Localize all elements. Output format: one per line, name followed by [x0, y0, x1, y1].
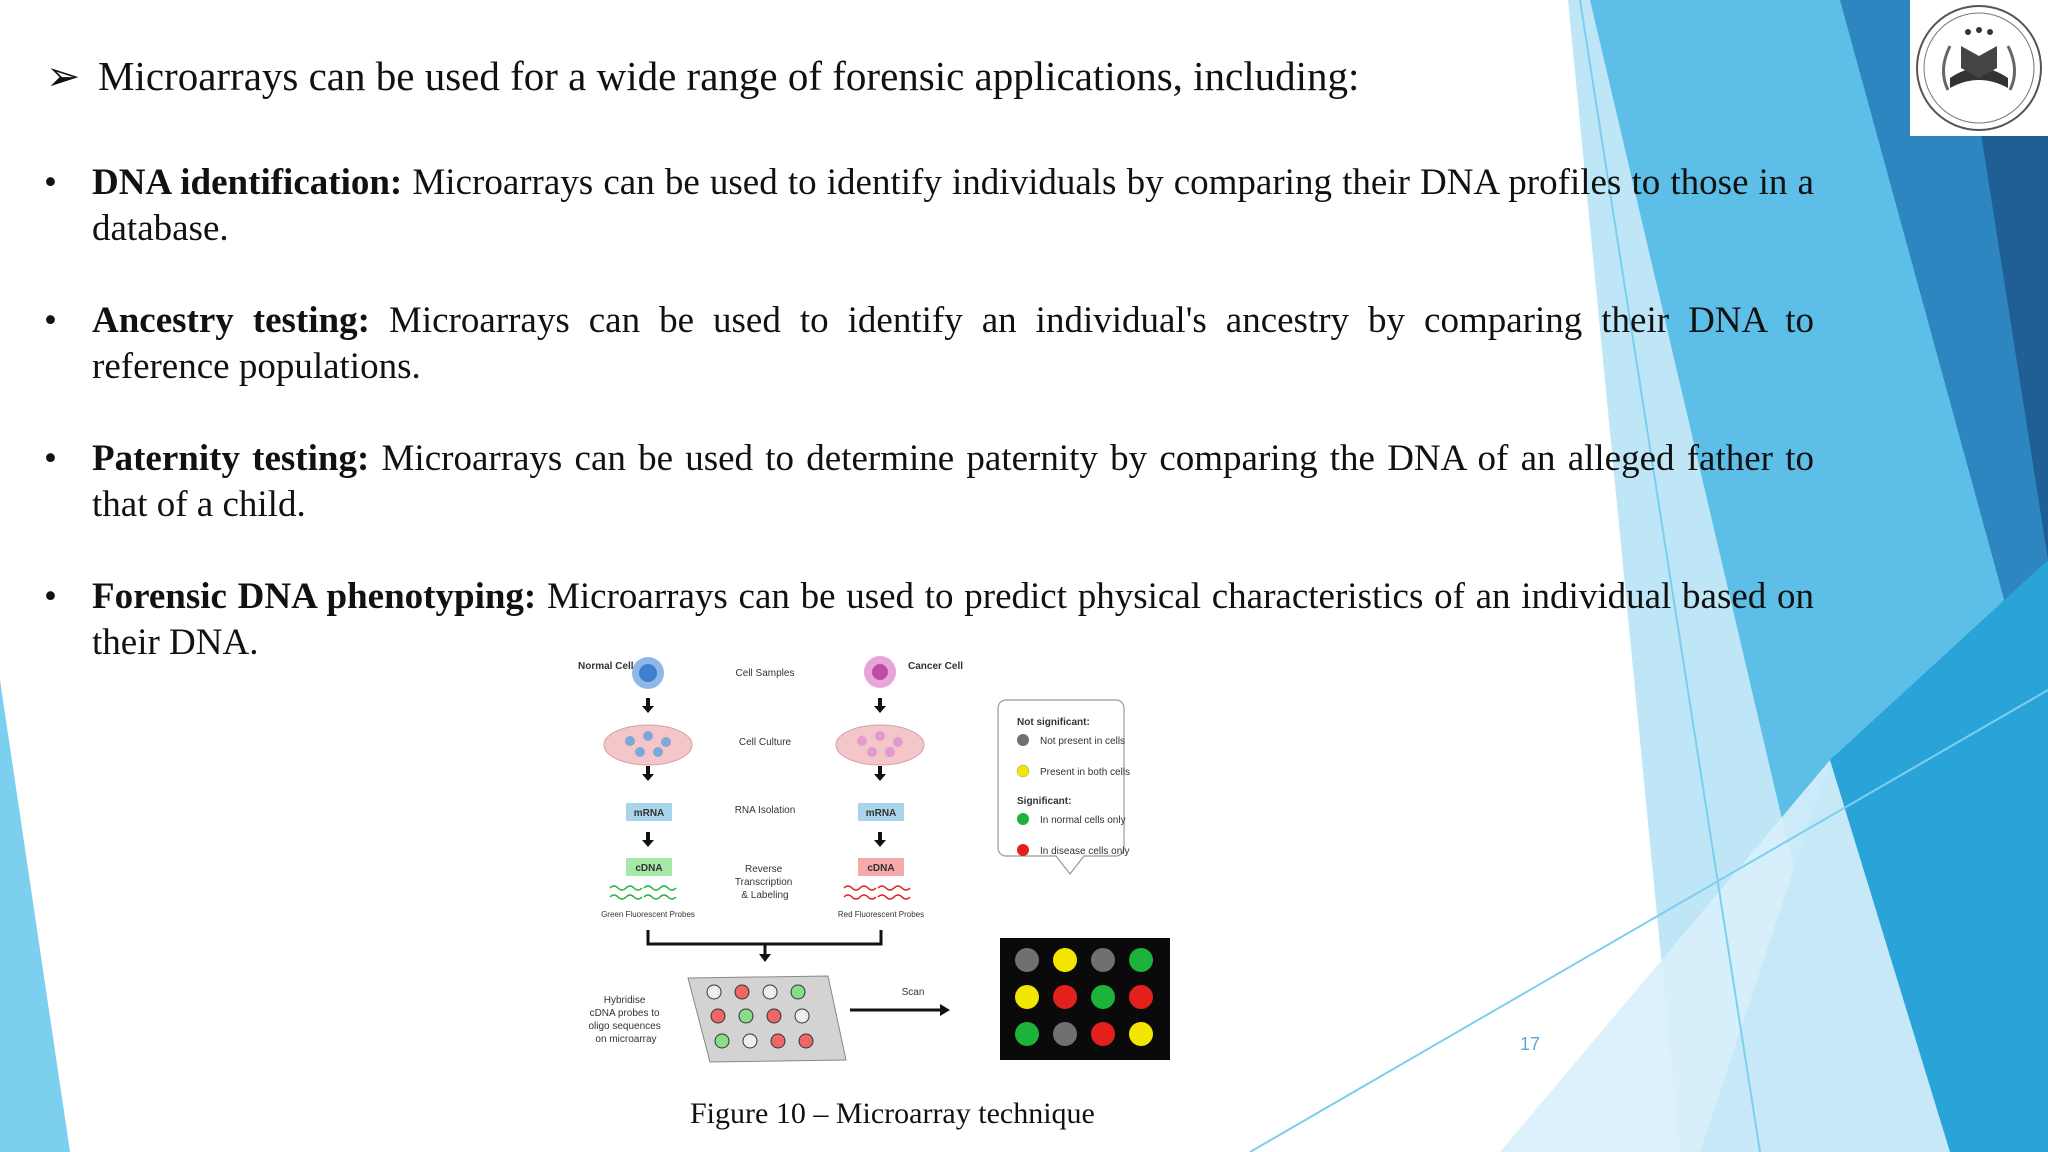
step-cell-culture: Cell Culture — [739, 737, 792, 748]
result-grid — [1015, 948, 1153, 1046]
list-item-term: Ancestry testing: — [92, 300, 370, 341]
list-item-text: Microarrays can be used to identify indi… — [92, 162, 1814, 249]
list-item: • Ancestry testing: Microarrays can be us… — [40, 298, 1814, 390]
list-item-term: DNA identification: — [92, 162, 403, 203]
deco-shape-pale — [1500, 760, 1950, 1152]
deco-line-2 — [1249, 689, 2048, 1152]
legend-normal-only: In normal cells only — [1040, 815, 1126, 826]
microarray-figure: Normal Cell Cancer Cell Cell Samples Cel… — [560, 648, 1200, 1088]
legend-green-dot — [1017, 813, 1029, 825]
normal-culture-cells — [625, 731, 671, 757]
scan-arrowhead-icon — [940, 1004, 950, 1016]
step-rna-isolation: RNA Isolation — [735, 805, 796, 816]
figure-caption: Figure 10 – Microarray technique — [690, 1097, 1095, 1130]
list-item-text: Microarrays can be used to identify an i… — [92, 300, 1814, 387]
grid-spot — [1053, 1022, 1077, 1046]
normal-mrna-box — [626, 803, 672, 821]
cancer-mrna-box — [858, 803, 904, 821]
legend-red-dot — [1017, 844, 1029, 856]
left-column-arrows — [642, 698, 654, 847]
legend-grey-dot — [1017, 734, 1029, 746]
cancer-cdna-label: cDNA — [867, 863, 894, 874]
bullet-dot: • — [44, 162, 57, 203]
grid-spot — [1015, 1022, 1039, 1046]
grid-spot — [1091, 985, 1115, 1009]
list-item: • Paternity testing: Microarrays can be u… — [40, 436, 1814, 528]
legend-callout — [997, 699, 1125, 875]
arrow-bullet-icon: ➢ — [46, 53, 81, 99]
normal-mrna-label: mRNA — [634, 808, 665, 819]
step-reverse-transcription: Reverse Transcription & Labeling — [735, 864, 795, 901]
deco-line-1 — [1579, 0, 1761, 1152]
bullet-dot: • — [44, 576, 57, 617]
grid-spot — [1129, 985, 1153, 1009]
legend-disease-only: In disease cells only — [1040, 846, 1130, 857]
legend-yellow-dot — [1016, 764, 1030, 778]
normal-culture-dish-icon — [603, 724, 693, 766]
step-cell-samples: Cell Samples — [736, 668, 795, 679]
grid-spot — [1053, 985, 1077, 1009]
grid-spot — [1129, 1022, 1153, 1046]
deco-shape-navy — [1960, 0, 2048, 560]
cancer-mrna-label: mRNA — [866, 808, 897, 819]
slide-heading: ➢ Microarrays can be used for a wide ran… — [46, 48, 1359, 104]
normal-cell-label: Normal Cell — [578, 661, 634, 672]
cancer-culture-dish-icon — [835, 724, 925, 766]
red-probes-label: Red Fluorescent Probes — [838, 910, 924, 919]
legend-significant: Significant: — [1017, 796, 1071, 807]
hybridise-label: Hybridise cDNA probes to oligo sequences… — [588, 995, 663, 1045]
normal-cdna-box — [626, 858, 672, 876]
institution-logo — [1910, 0, 2048, 136]
microarray-slide-spots — [706, 984, 814, 1049]
grid-spot — [1015, 985, 1039, 1009]
deco-shape-left — [0, 680, 70, 1152]
cancer-culture-cells — [857, 731, 903, 757]
right-column-arrows — [874, 698, 886, 847]
list-item: • Forensic DNA phenotyping: Microarrays c… — [40, 574, 1814, 666]
grid-spot — [1091, 948, 1115, 972]
normal-cell-nucleus-icon — [639, 664, 657, 682]
list-item-term: Paternity testing: — [92, 438, 370, 479]
scan-label: Scan — [902, 987, 925, 998]
cancer-cdna-box — [858, 858, 904, 876]
list-item-term: Forensic DNA phenotyping: — [92, 576, 537, 617]
legend-not-present: Not present in cells — [1040, 736, 1125, 747]
normal-cdna-label: cDNA — [635, 863, 662, 874]
grid-spot — [1091, 1022, 1115, 1046]
green-probes-label: Green Fluorescent Probes — [601, 910, 695, 919]
heading-text: Microarrays can be used for a wide range… — [98, 53, 1360, 99]
bullet-dot: • — [44, 300, 57, 341]
bullet-dot: • — [44, 438, 57, 479]
merge-arrow-icon — [759, 954, 771, 962]
legend-not-significant: Not significant: — [1017, 717, 1090, 728]
list-item: • DNA identification: Microarrays can be … — [40, 160, 1814, 252]
red-probe-squiggles-icon — [843, 885, 911, 900]
green-probe-squiggles-icon — [609, 885, 677, 900]
grid-spot — [1015, 948, 1039, 972]
list-item-text: Microarrays can be used to determine pat… — [92, 438, 1814, 525]
cancer-cell-label: Cancer Cell — [908, 661, 963, 672]
legend-present-both: Present in both cells — [1040, 767, 1130, 778]
cancer-cell-nucleus-icon — [872, 664, 888, 680]
grid-spot — [1053, 948, 1077, 972]
page-number: 17 — [1520, 1034, 1541, 1054]
list-item-text: Microarrays can be used to predict physi… — [92, 576, 1815, 663]
applications-list: • DNA identification: Microarrays can be … — [40, 160, 1814, 712]
grid-spot — [1129, 948, 1153, 972]
